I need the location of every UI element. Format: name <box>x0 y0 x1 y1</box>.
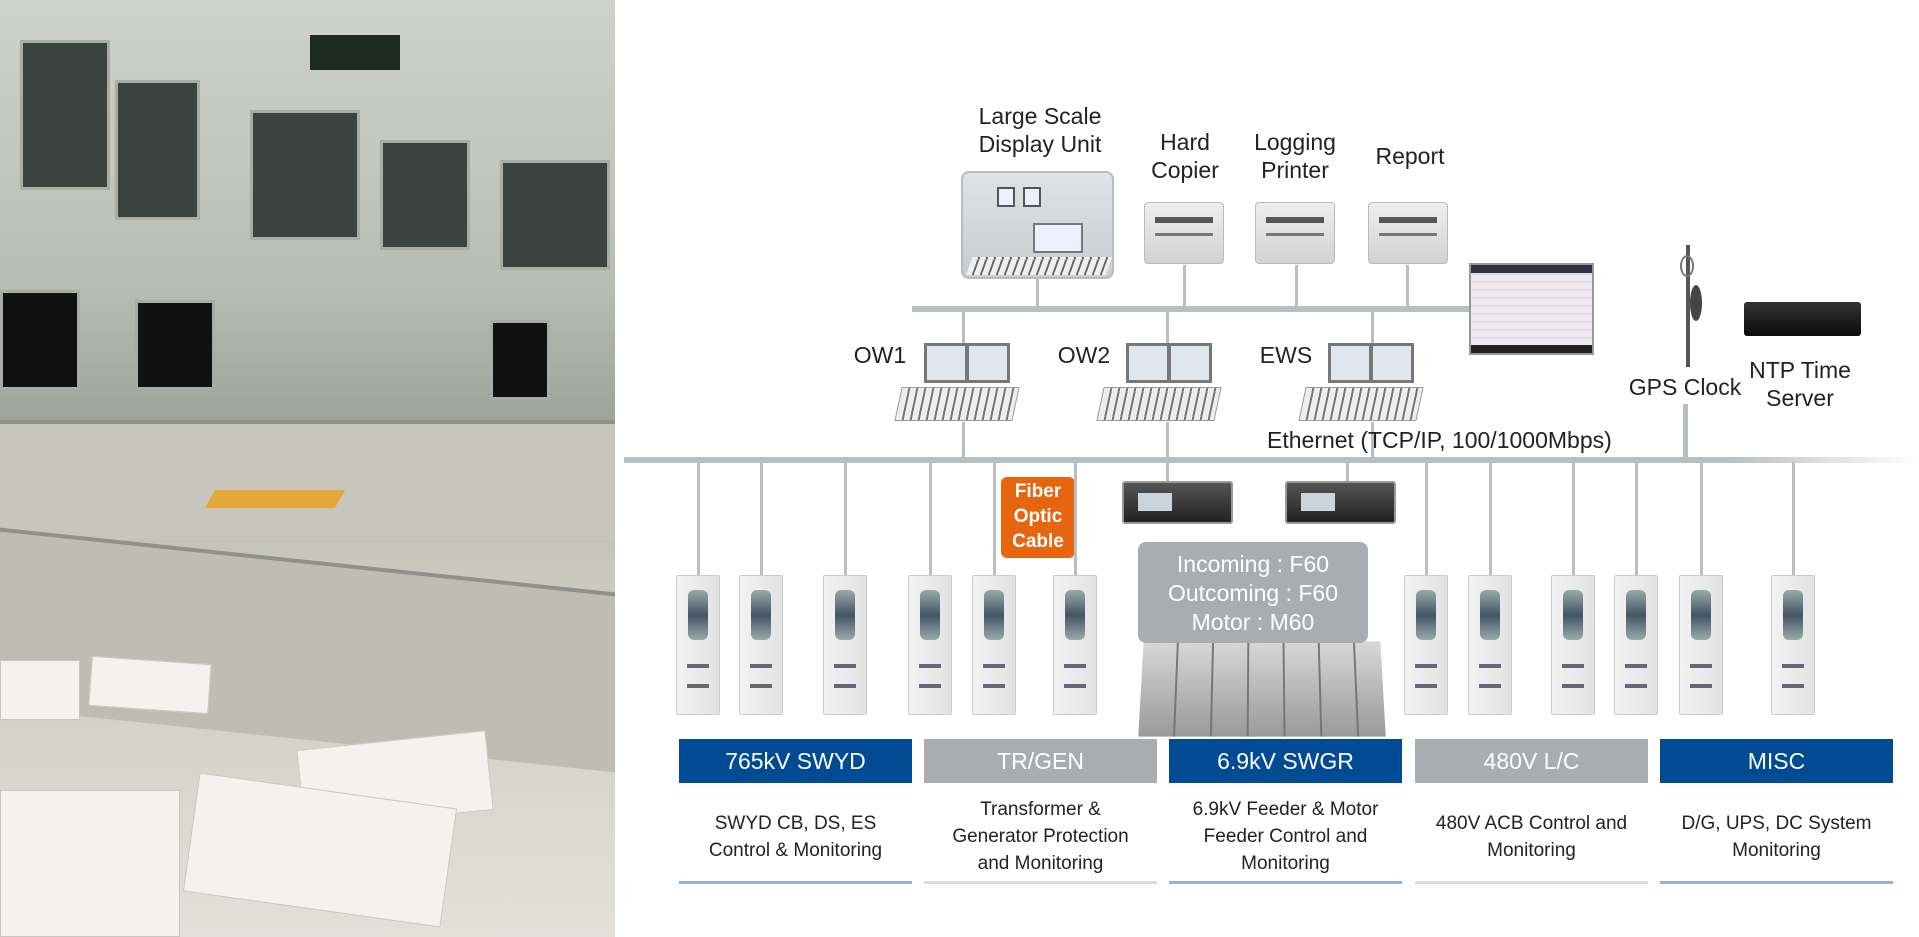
category-description: SWYD CB, DS, ES Control & Monitoring <box>679 792 912 884</box>
link <box>1074 462 1077 575</box>
link <box>1166 462 1169 482</box>
link <box>993 462 996 575</box>
logging-printer-icon <box>1255 202 1335 264</box>
link <box>962 308 965 343</box>
report-label: Report <box>1375 143 1445 169</box>
ews-label: EWS <box>1259 342 1313 368</box>
large-display-label: Large Scale Display Unit <box>978 103 1102 157</box>
switchgear-image <box>1138 641 1386 737</box>
category-description: D/G, UPS, DC System Monitoring <box>1660 792 1893 884</box>
relay-info-line: Outcoming : F60 <box>1167 580 1339 606</box>
link <box>844 462 847 575</box>
link <box>1683 404 1688 459</box>
paper <box>0 660 80 720</box>
ntp-server-label: NTP Time Server <box>1749 357 1851 411</box>
hard-copier-icon <box>1144 202 1224 264</box>
relay-info-box: Incoming : F60 Outcoming : F60 Motor : M… <box>1138 542 1368 643</box>
console-desk <box>0 527 615 773</box>
relay-info-line: Motor : M60 <box>1191 609 1315 635</box>
monitor <box>490 320 550 400</box>
control-cabinet-icon <box>1614 575 1658 715</box>
link <box>1406 265 1409 308</box>
link <box>1572 462 1575 575</box>
link <box>760 462 763 575</box>
monitor <box>0 290 80 390</box>
link <box>1425 462 1428 575</box>
gps-antenna-tower-icon <box>1672 245 1712 367</box>
control-cabinet-icon <box>676 575 720 715</box>
category-480v-lc: 480V L/C <box>1415 739 1648 783</box>
console-marker <box>204 490 346 508</box>
category-description: Transformer & Generator Protection and M… <box>924 792 1157 884</box>
link <box>1700 462 1703 575</box>
upper-network-bus <box>912 306 1472 312</box>
category-tr-gen: TR/GEN <box>924 739 1157 783</box>
report-printer-icon <box>1368 202 1448 264</box>
ow1-workstation-icon <box>894 343 1020 423</box>
control-room-photo <box>0 0 615 937</box>
control-cabinet-icon <box>1771 575 1815 715</box>
hmi-screen-image <box>1469 263 1594 355</box>
link <box>1036 279 1039 308</box>
ow2-label: OW2 <box>1057 342 1111 368</box>
link <box>1166 422 1169 459</box>
link <box>697 462 700 575</box>
link <box>962 422 965 459</box>
fiber-optic-cable-badge: Fiber Optic Cable <box>1001 477 1075 558</box>
control-panel <box>20 40 110 190</box>
control-cabinet-icon <box>823 575 867 715</box>
ethernet-bus <box>624 457 1919 463</box>
category-description: 480V ACB Control and Monitoring <box>1415 792 1648 884</box>
ow1-label: OW1 <box>853 342 907 368</box>
control-cabinet-icon <box>972 575 1016 715</box>
control-panel <box>380 140 470 250</box>
ethernet-label: Ethernet (TCP/IP, 100/1000Mbps) <box>1267 427 1612 453</box>
logging-printer-label: Logging Printer <box>1254 129 1336 183</box>
control-cabinet-icon <box>1679 575 1723 715</box>
link <box>1792 462 1795 575</box>
gps-clock-label: GPS Clock <box>1628 374 1742 400</box>
digital-clock-display <box>310 35 400 70</box>
link <box>1295 265 1298 308</box>
link <box>1371 422 1374 459</box>
relay-m60-icon <box>1285 481 1396 524</box>
link <box>1346 462 1349 482</box>
large-display-unit-image <box>961 171 1114 279</box>
control-cabinet-icon <box>1053 575 1097 715</box>
control-panel <box>500 160 610 270</box>
category-6-9kv-swgr: 6.9kV SWGR <box>1169 739 1402 783</box>
link <box>1635 462 1638 575</box>
category-misc: MISC <box>1660 739 1893 783</box>
category-description: 6.9kV Feeder & Motor Feeder Control and … <box>1169 792 1402 884</box>
link <box>929 462 932 575</box>
paper <box>88 655 212 715</box>
monitor <box>135 300 215 390</box>
control-cabinet-icon <box>908 575 952 715</box>
link <box>1371 308 1374 343</box>
paper <box>0 790 180 937</box>
control-panel <box>115 80 200 220</box>
relay-info-line: Incoming : F60 <box>1176 551 1330 577</box>
ews-workstation-icon <box>1298 343 1424 423</box>
link <box>1489 462 1492 575</box>
link <box>1183 265 1186 308</box>
control-cabinet-icon <box>1404 575 1448 715</box>
hard-copier-label: Hard Copier <box>1151 129 1219 183</box>
ow2-workstation-icon <box>1096 343 1222 423</box>
ntp-server-icon <box>1744 302 1861 336</box>
link <box>1166 308 1169 343</box>
relay-f60-icon <box>1122 481 1233 524</box>
control-cabinet-icon <box>739 575 783 715</box>
control-panel <box>250 110 360 240</box>
category-765kv-swyd: 765kV SWYD <box>679 739 912 783</box>
control-cabinet-icon <box>1551 575 1595 715</box>
console-desk <box>0 420 615 540</box>
control-cabinet-icon <box>1468 575 1512 715</box>
